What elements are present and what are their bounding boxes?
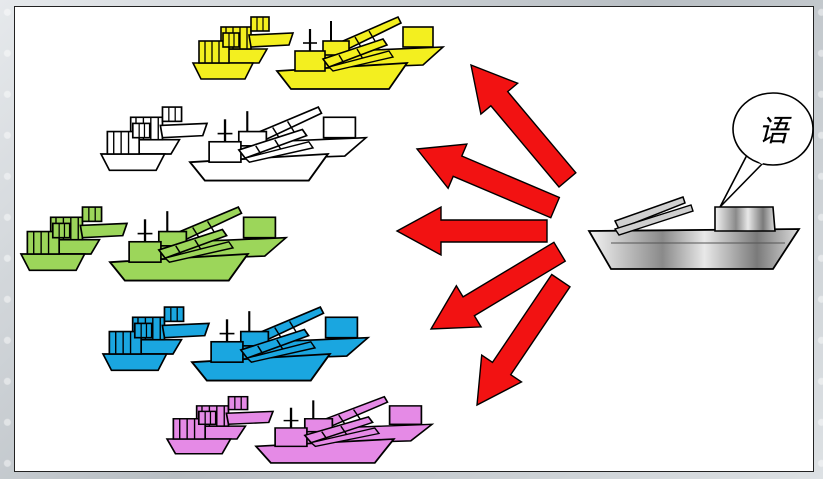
speech-text: 语 <box>758 114 792 149</box>
source-ship <box>587 196 801 270</box>
fleet-white <box>99 105 368 182</box>
diagram-canvas: 语 <box>19 15 814 465</box>
fleet-green <box>19 205 288 282</box>
arrow-to-green <box>396 206 548 256</box>
fleet-pink <box>165 395 434 465</box>
fleet-blue <box>101 305 370 382</box>
diagram-frame: 语 <box>14 6 814 472</box>
speech-bubble: 语 <box>719 92 814 208</box>
fleet-yellow <box>191 15 445 91</box>
